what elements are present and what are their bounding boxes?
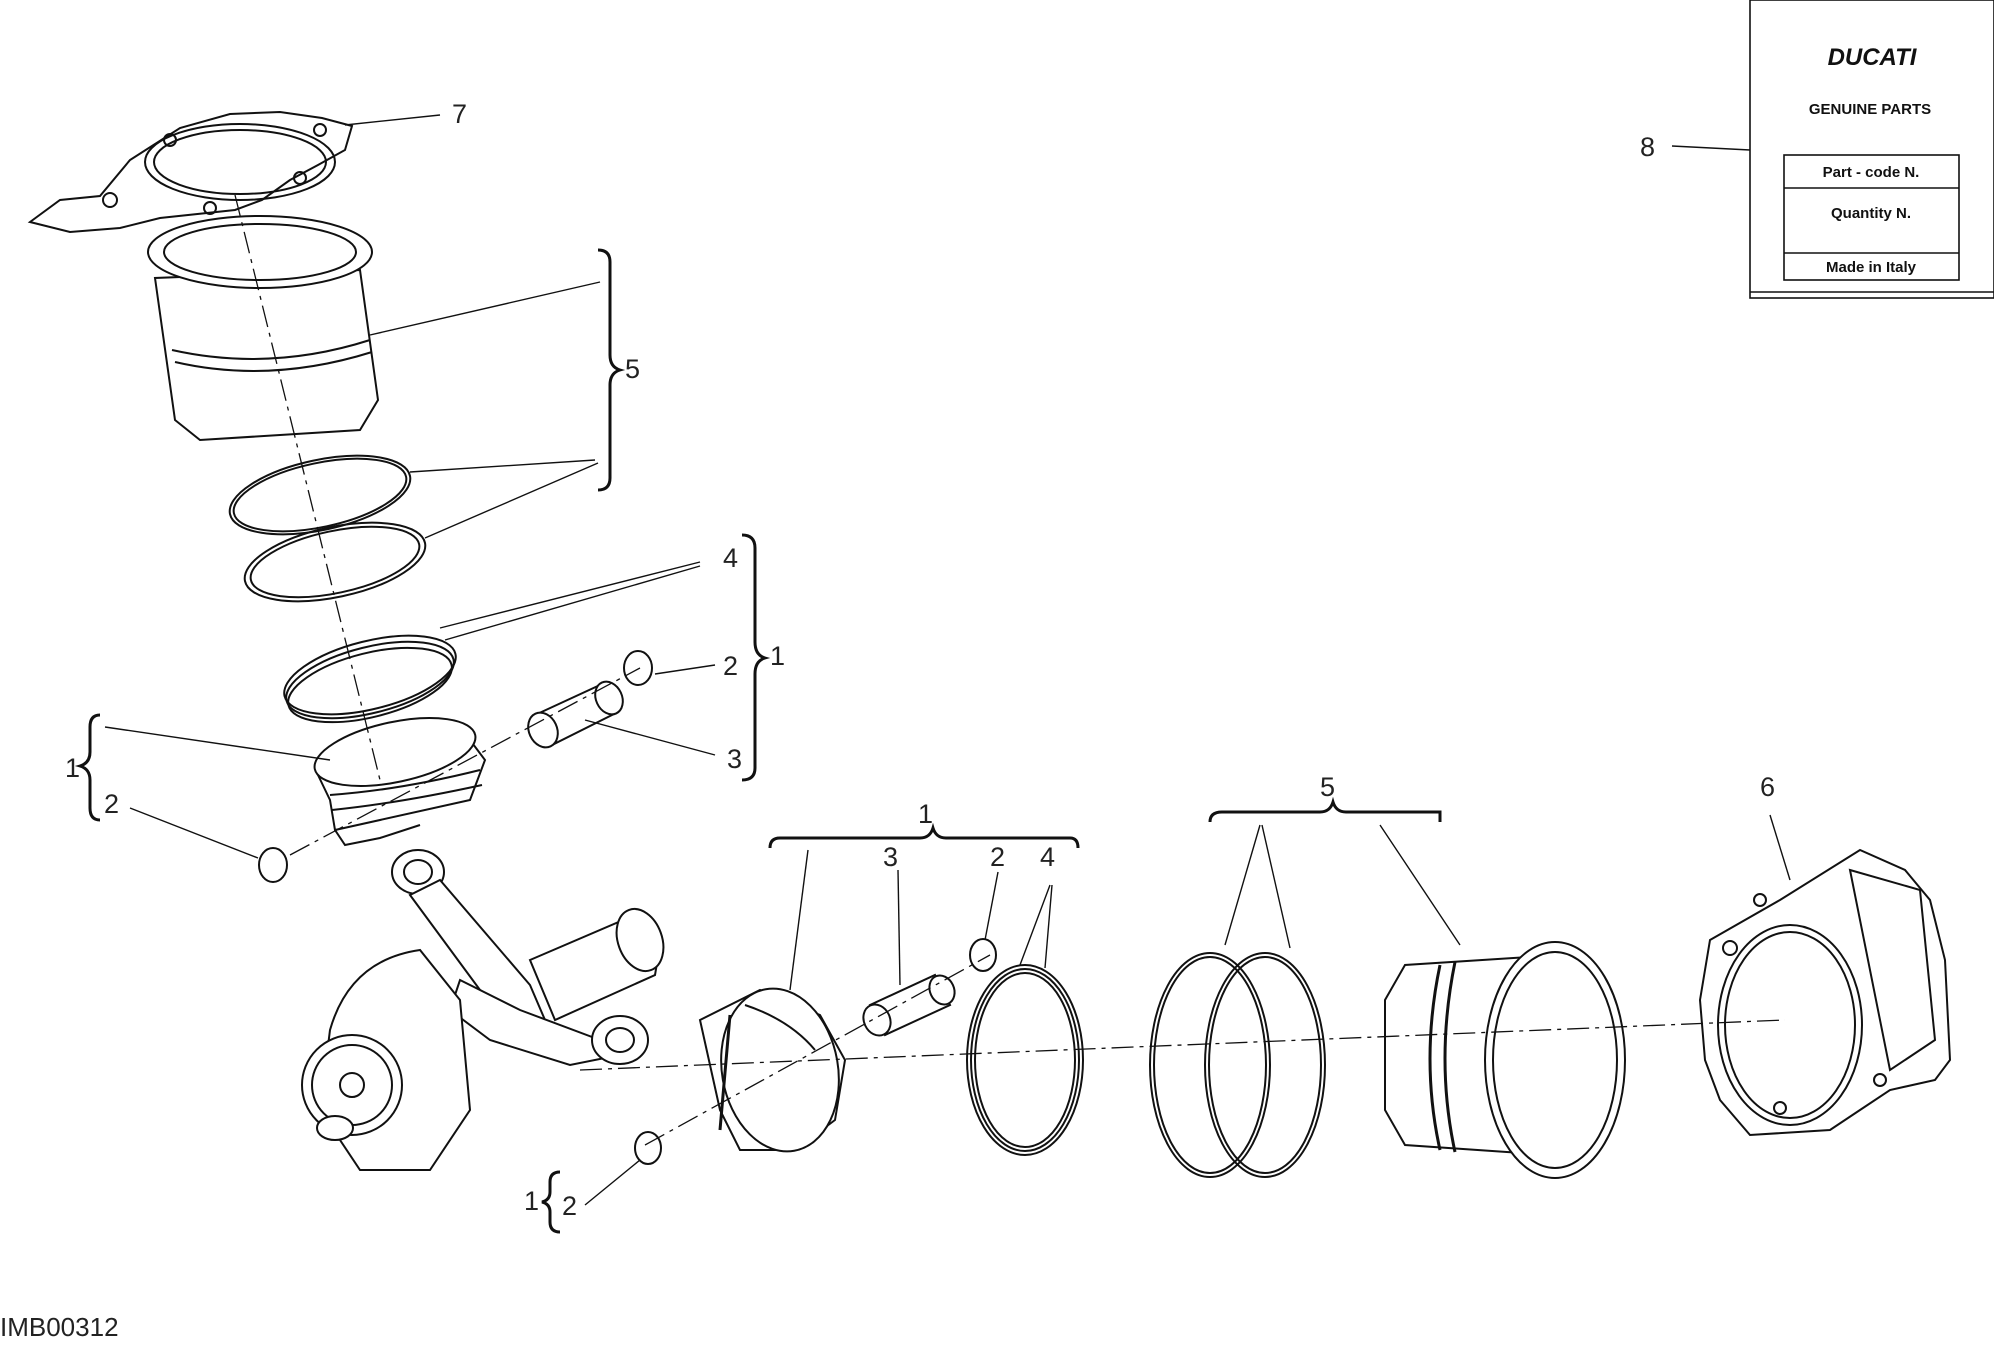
leader-4-lower-b [1044,884,1053,969]
image-code: IMB00312 [0,1312,119,1342]
quantity-field: Quantity N. [1831,205,1911,222]
callout-2-upper-left: 2 [104,789,119,819]
circlip-lower-right [969,938,997,972]
seal-ring-upper-inner [249,525,421,599]
piston-rings-top-2 [285,640,455,720]
piston-rings-lower-3 [974,972,1076,1148]
bracket-5-upper [597,248,626,492]
leader-8 [1671,145,1751,151]
cylinder-barrel-top [147,215,380,442]
leader-5-ring-a [409,459,596,473]
seal-ring-lower-inner [1208,956,1322,1174]
bracket-5-lower [1208,796,1442,823]
crankshaft [301,908,665,1171]
o-ring-upper-inner [232,457,408,533]
callout-1-lower: 1 [918,799,933,829]
callout-3-lower: 3 [883,842,898,872]
callout-7: 7 [452,99,467,129]
bracket-1-lower-left [541,1170,561,1234]
callout-1-upper-left: 1 [65,753,80,783]
piston-rings-lower [966,964,1084,1156]
piston-rings-top-3 [287,646,453,724]
head-gasket-lower [1698,848,1952,1137]
bracket-1-upper-left [74,713,101,822]
piston-top [313,717,487,847]
bracket-1-lower [768,822,1080,849]
leader-3-top [584,719,716,756]
callout-2-lower: 2 [990,842,1005,872]
leader-5-ring-b [424,462,599,539]
callout-6: 6 [1760,772,1775,802]
genuine-parts-label: DUCATI GENUINE PARTS Part - code N. Quan… [1749,0,1994,299]
callout-4-upper: 4 [723,543,738,573]
o-ring-lower [1149,952,1271,1178]
leader-2-top-left [129,807,259,859]
axis-upper-pin [289,667,641,856]
bracket-1-upper-right [741,533,771,782]
piston-pin-lower [862,973,956,1037]
callout-5-upper: 5 [625,354,640,384]
leader-3-lower [897,869,901,986]
callout-1-lower-left: 1 [524,1186,539,1216]
axis-lower-main [579,1019,1786,1071]
o-ring-upper [228,454,412,536]
part-code-field: Part - code N. [1823,164,1920,181]
piston-rings-top [283,634,457,716]
callout-1-upper-right: 1 [770,641,785,671]
leader-1-lower [789,849,809,991]
cylinder-barrel-lower [1384,941,1626,1179]
callout-8: 8 [1640,132,1655,162]
genuine-parts-text: GENUINE PARTS [1809,101,1931,118]
callout-3-upper: 3 [727,744,742,774]
piston-rings-lower-2 [970,968,1080,1152]
callout-2-lower-left: 2 [562,1191,577,1221]
leader-7 [344,114,441,126]
seal-ring-upper [243,521,427,603]
leader-2-lower-left [584,1159,641,1206]
leader-2-lower [984,871,999,941]
piston-pin-top [527,680,624,749]
made-in-field: Made in Italy [1826,259,1917,276]
leader-1-top-left [104,726,331,761]
leader-6 [1769,814,1791,881]
ducati-logo: DUCATI [1828,44,1918,71]
callout-2-upper: 2 [723,651,738,681]
leader-4-a [439,561,701,629]
circlip-top-right [623,650,653,686]
seal-ring-lower [1204,952,1326,1178]
axis-upper-stack [234,194,381,781]
leader-4-lower-a [1019,884,1051,966]
leader-5-lower-b [1261,824,1291,949]
circlip-top-left [258,847,288,883]
leader-5-barrel [369,281,601,336]
connecting-rod [391,849,623,1067]
leader-4-b [444,565,701,641]
callout-5-lower: 5 [1320,772,1335,802]
piston-lower [698,987,847,1153]
callout-4-lower: 4 [1040,842,1055,872]
head-gasket-top [27,110,354,234]
o-ring-lower-inner [1153,956,1267,1174]
leader-5-lower-a [1224,824,1261,946]
axis-lower-pin [644,954,991,1146]
circlip-lower-left [634,1131,662,1165]
leader-5-lower-c [1379,824,1461,946]
leader-2-top [654,664,716,675]
